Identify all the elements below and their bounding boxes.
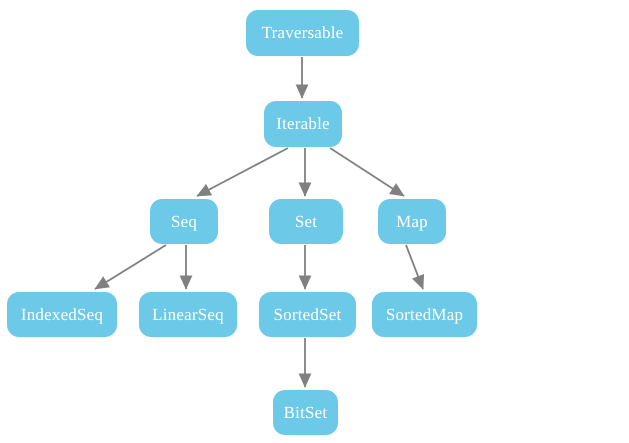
node-label-map: Map xyxy=(396,211,428,231)
node-label-sortedset: SortedSet xyxy=(273,304,342,324)
node-label-linearseq: LinearSeq xyxy=(152,304,224,324)
node-set[interactable]: Set xyxy=(269,199,343,244)
edge-iterable-seq xyxy=(196,147,289,197)
node-label-bitset: BitSet xyxy=(283,402,328,422)
edge-seq-indexedseq xyxy=(94,244,167,290)
node-traversable[interactable]: Traversable xyxy=(246,10,359,56)
node-indexedseq[interactable]: IndexedSeq xyxy=(7,292,117,337)
node-label-seq: Seq xyxy=(170,211,198,231)
node-label-sortedmap: SortedMap xyxy=(385,304,464,324)
node-bitset[interactable]: BitSet xyxy=(273,390,338,435)
node-label-indexedseq: IndexedSeq xyxy=(20,304,104,324)
node-label-iterable: Iterable xyxy=(276,114,330,133)
node-sortedset[interactable]: SortedSet xyxy=(259,292,356,337)
node-label-traversable: Traversable xyxy=(261,23,344,42)
node-map[interactable]: Map xyxy=(378,199,446,244)
edge-iterable-map xyxy=(329,147,405,197)
edge-map-sortedmap xyxy=(405,244,425,290)
node-iterable[interactable]: Iterable xyxy=(264,101,342,147)
node-label-set: Set xyxy=(294,211,318,231)
node-sortedmap[interactable]: SortedMap xyxy=(372,292,477,337)
node-seq[interactable]: Seq xyxy=(150,199,218,244)
node-linearseq[interactable]: LinearSeq xyxy=(139,292,237,337)
